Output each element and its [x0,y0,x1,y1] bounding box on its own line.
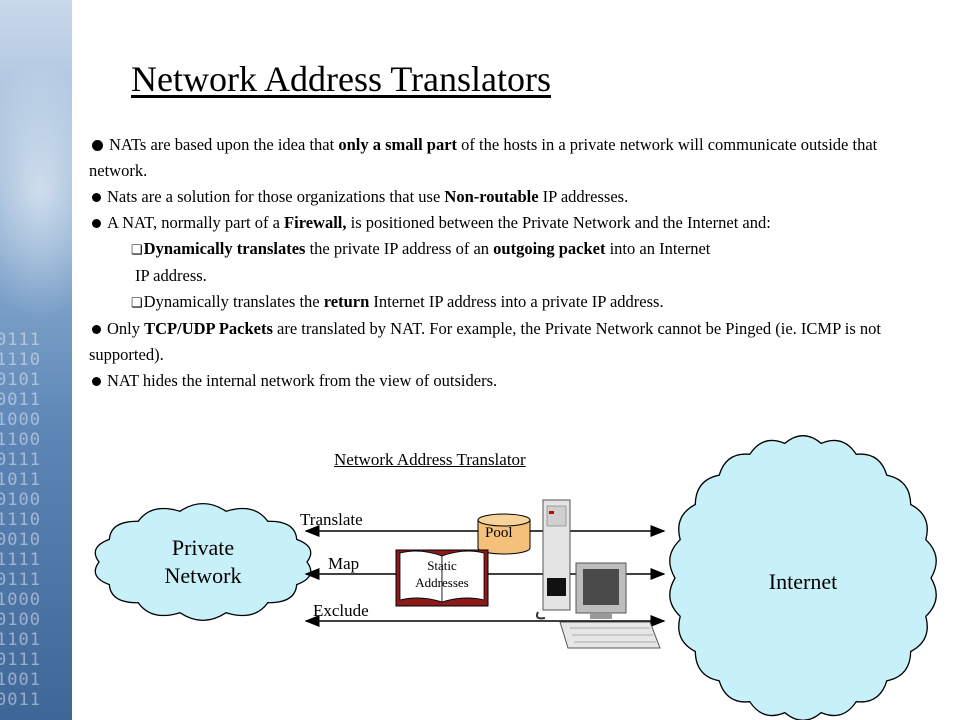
sidebar-binary-pattern: 0111 1110 0101 0011 1000 1100 0111 1011 … [0,330,41,710]
decorative-sidebar: 0111 1110 0101 0011 1000 1100 0111 1011 … [0,0,72,720]
bullet-4: Only TCP/UDP Packets are translated by N… [89,319,881,364]
sub-bullet-1-cont: IP address. [135,266,207,285]
square-bullet-icon: ❏ [131,295,143,310]
private-network-cloud [94,503,312,621]
map-label: Map [328,554,360,573]
square-bullet-icon: ❏ [131,242,143,257]
page-title: Network Address Translators [131,59,551,99]
computer-monitor-icon [535,562,661,649]
static-addresses-label: Static Addresses [415,558,469,590]
sidebar-glow [0,60,72,320]
bullet-2: Nats are a solution for those organizati… [89,184,919,210]
sub-bullet-1: ❏Dynamically translates the private IP a… [89,236,919,263]
bullet-dot [92,325,101,335]
bullet-dot [92,219,101,229]
bullet-dot [92,377,101,387]
exclude-label: Exclude [313,601,369,620]
sub-bullet-2: ❏Dynamically translates the return Inter… [89,289,919,316]
pool-database-icon [477,513,531,555]
private-network-label: Private Network [164,535,242,588]
diagram-title: Network Address Translator [334,450,526,469]
bullet-list: NATs are based upon the idea that only a… [89,132,919,394]
bullet-3: A NAT, normally part of a Firewall, is p… [89,210,919,236]
bullet-1: NATs are based upon the idea that only a… [89,135,878,180]
internet-cloud [669,435,937,720]
translate-label: Translate [300,510,363,529]
bullet-dot [92,193,101,203]
static-addresses-book-icon [395,549,489,607]
server-tower-icon [542,499,571,611]
pool-label: Pool [485,525,513,541]
bullet-dot [92,140,103,152]
internet-label: Internet [768,569,838,594]
bullet-5: NAT hides the internal network from the … [89,368,919,394]
